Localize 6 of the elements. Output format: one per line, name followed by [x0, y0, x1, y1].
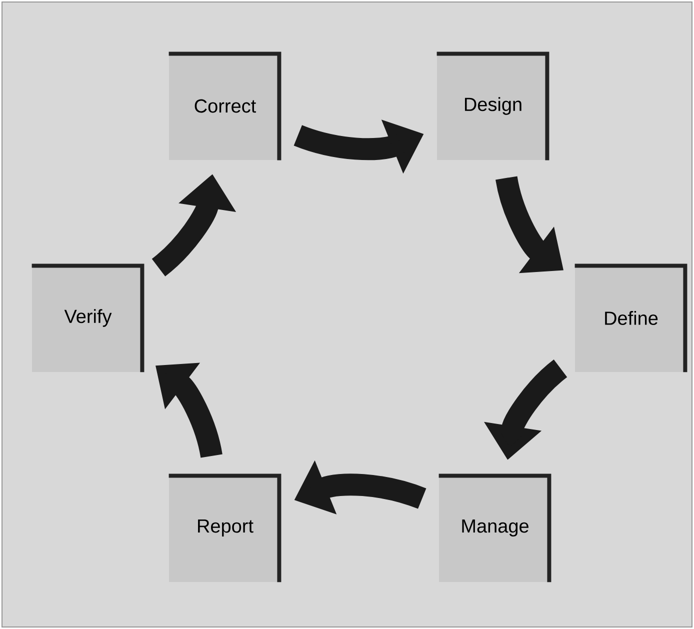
- process-box: Design: [436, 52, 550, 160]
- process-box: Manage: [438, 474, 552, 582]
- process-box: Report: [168, 474, 282, 582]
- process-box: Correct: [168, 52, 282, 160]
- process-box: Verify: [32, 264, 144, 372]
- process-box: Define: [574, 264, 688, 372]
